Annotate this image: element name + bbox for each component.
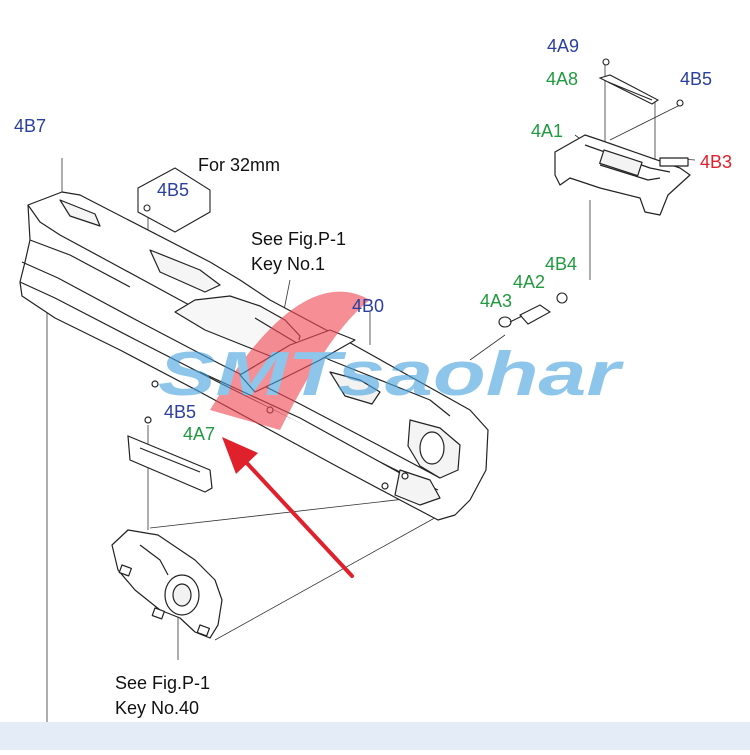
small-plate-part	[127, 416, 213, 493]
brand-watermark: SMTsaohar	[158, 291, 624, 430]
pin-parts	[498, 292, 568, 328]
part-label-4A2: 4A2	[513, 272, 546, 292]
note-see-fig-key40-line1: See Fig.P-1	[115, 673, 211, 693]
leader-lines	[46, 65, 696, 722]
tape-guide-part	[554, 134, 691, 216]
gear-housing-part	[111, 529, 223, 639]
part-label-4B5-inset: 4B5	[157, 180, 190, 200]
note-for-32mm: For 32mm	[198, 155, 281, 175]
part-label-4B5-top: 4B5	[680, 69, 713, 89]
part-label-4A3: 4A3	[480, 291, 513, 311]
part-label-4B0: 4B0	[352, 296, 385, 316]
note-see-fig-key1-line2: Key No.1	[251, 254, 326, 274]
part-label-4A7: 4A7	[183, 424, 216, 444]
note-see-fig-key40-line2: Key No.40	[115, 698, 200, 718]
watermark-text: SMTsaohar	[158, 340, 624, 409]
note-see-fig-key1-line1: See Fig.P-1	[251, 229, 347, 249]
part-label-4A1: 4A1	[531, 121, 564, 141]
cover-bar-part	[598, 58, 684, 107]
watermark-swoosh-red	[210, 291, 370, 430]
part-label-4A8: 4A8	[546, 69, 579, 89]
part-label-4B4: 4B4	[545, 254, 578, 274]
inset-bracket-part	[137, 167, 211, 233]
bottom-strip	[0, 722, 750, 750]
red-arrow-icon	[222, 437, 354, 578]
part-label-4A9: 4A9	[547, 36, 580, 56]
part-label-4B3: 4B3	[700, 152, 733, 172]
part-label-4B7: 4B7	[14, 116, 47, 136]
part-label-4B5-mid: 4B5	[164, 402, 197, 422]
